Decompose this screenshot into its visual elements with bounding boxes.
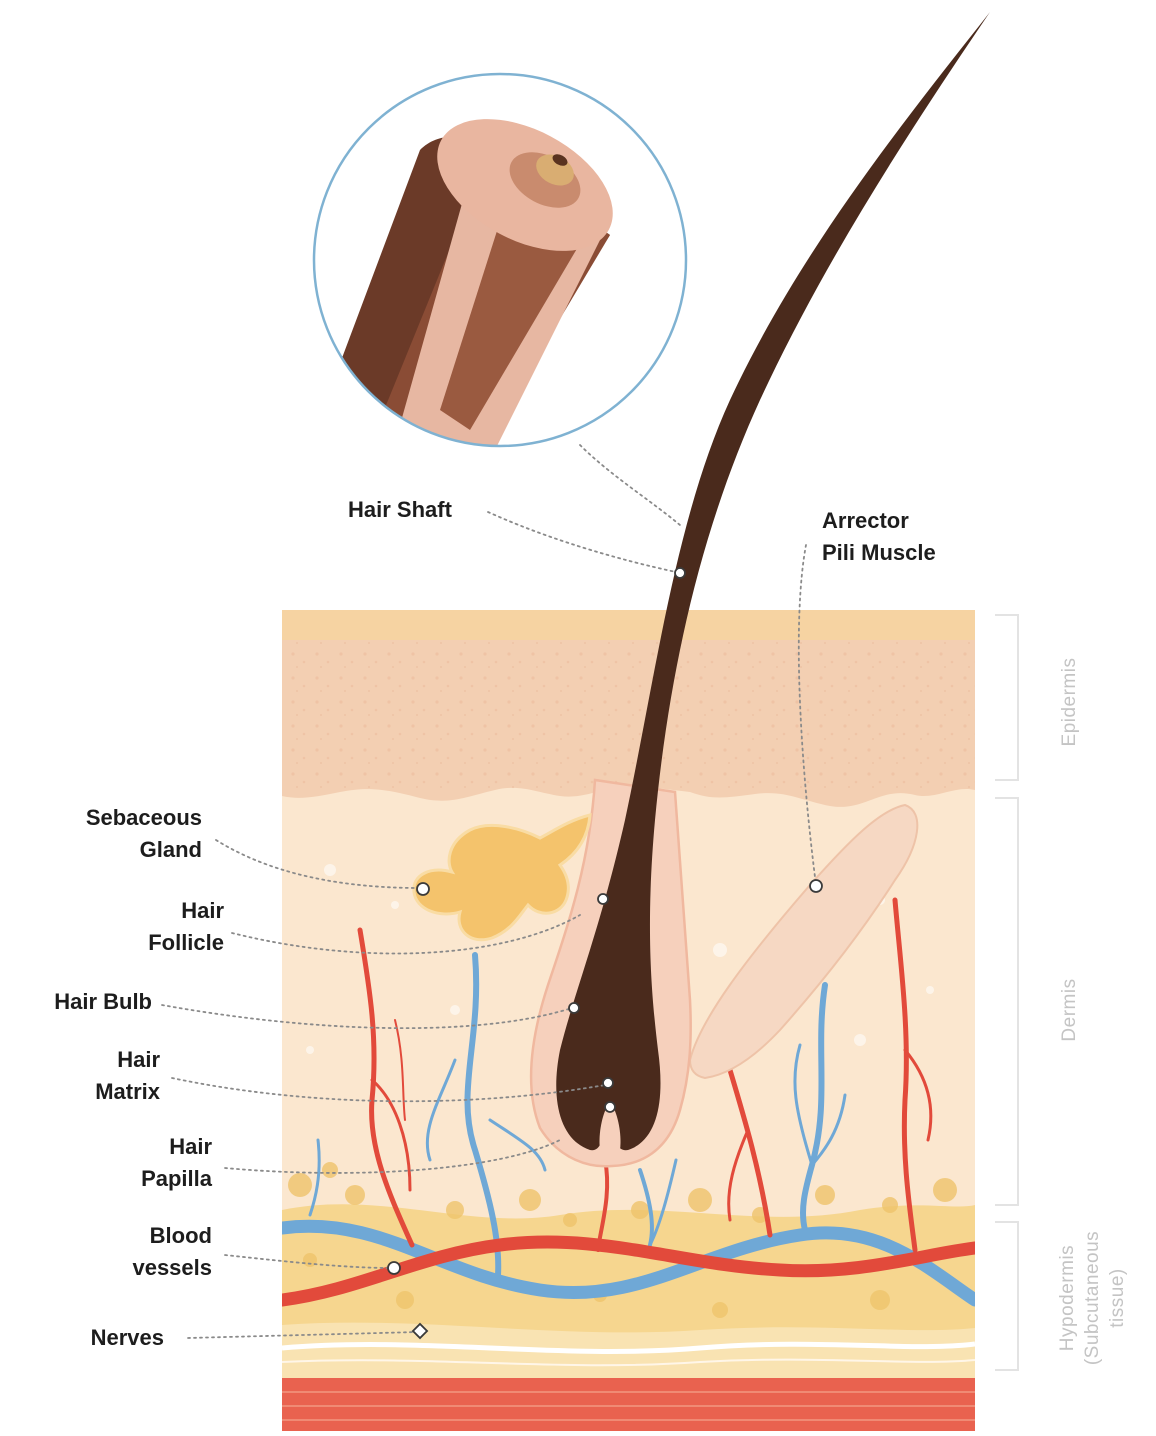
label-blood-line2: vessels [132, 1255, 212, 1280]
label-hair-bulb: Hair Bulb [54, 989, 152, 1014]
label-papilla-line1: Hair [169, 1134, 212, 1159]
dermis-label: Dermis [1059, 978, 1080, 1041]
epidermis-bracket [995, 615, 1018, 780]
label-follicle-line2: Follicle [148, 930, 224, 955]
label-matrix-line2: Matrix [95, 1079, 161, 1104]
label-sebaceous-line1: Sebaceous [86, 805, 202, 830]
hypodermis-label-line3: tissue) [1107, 1268, 1128, 1327]
marker-arrector-pili[interactable] [810, 880, 822, 892]
marker-hair-papilla[interactable] [605, 1102, 615, 1112]
dermis-bracket [995, 798, 1018, 1205]
marker-hair-matrix[interactable] [603, 1078, 613, 1088]
leader-lens [580, 445, 680, 525]
marker-hair-bulb[interactable] [569, 1003, 579, 1013]
hypodermis-label-line1: Hypodermis [1057, 1245, 1078, 1351]
epidermis-speckle [282, 640, 975, 790]
label-nerves: Nerves [91, 1325, 164, 1350]
label-arrector-line2: Pili Muscle [822, 540, 936, 565]
layer-brackets [995, 615, 1018, 1370]
stratum-corneum [282, 610, 975, 640]
label-sebaceous-line2: Gland [140, 837, 202, 862]
muscle-layer [282, 1378, 975, 1431]
label-papilla-line2: Papilla [141, 1166, 213, 1191]
label-arrector-line1: Arrector [822, 508, 909, 533]
epidermis-label: Epidermis [1059, 658, 1080, 747]
label-blood-line1: Blood [150, 1223, 212, 1248]
hypodermis-bracket [995, 1222, 1018, 1370]
leader-hair-shaft [488, 512, 676, 572]
label-follicle-line1: Hair [181, 898, 224, 923]
marker-blood-vessels[interactable] [388, 1262, 400, 1274]
label-matrix-line1: Hair [117, 1047, 160, 1072]
hypodermis-label-line2: (Subcutaneous [1082, 1231, 1103, 1365]
marker-hair-shaft[interactable] [675, 568, 685, 578]
marker-sebaceous-gland[interactable] [417, 883, 429, 895]
label-hair-shaft: Hair Shaft [348, 497, 453, 522]
layer-labels: Epidermis Dermis Hypodermis (Subcutaneou… [1057, 658, 1128, 1366]
marker-hair-follicle[interactable] [598, 894, 608, 904]
hair-cross-section-lens [314, 74, 686, 470]
